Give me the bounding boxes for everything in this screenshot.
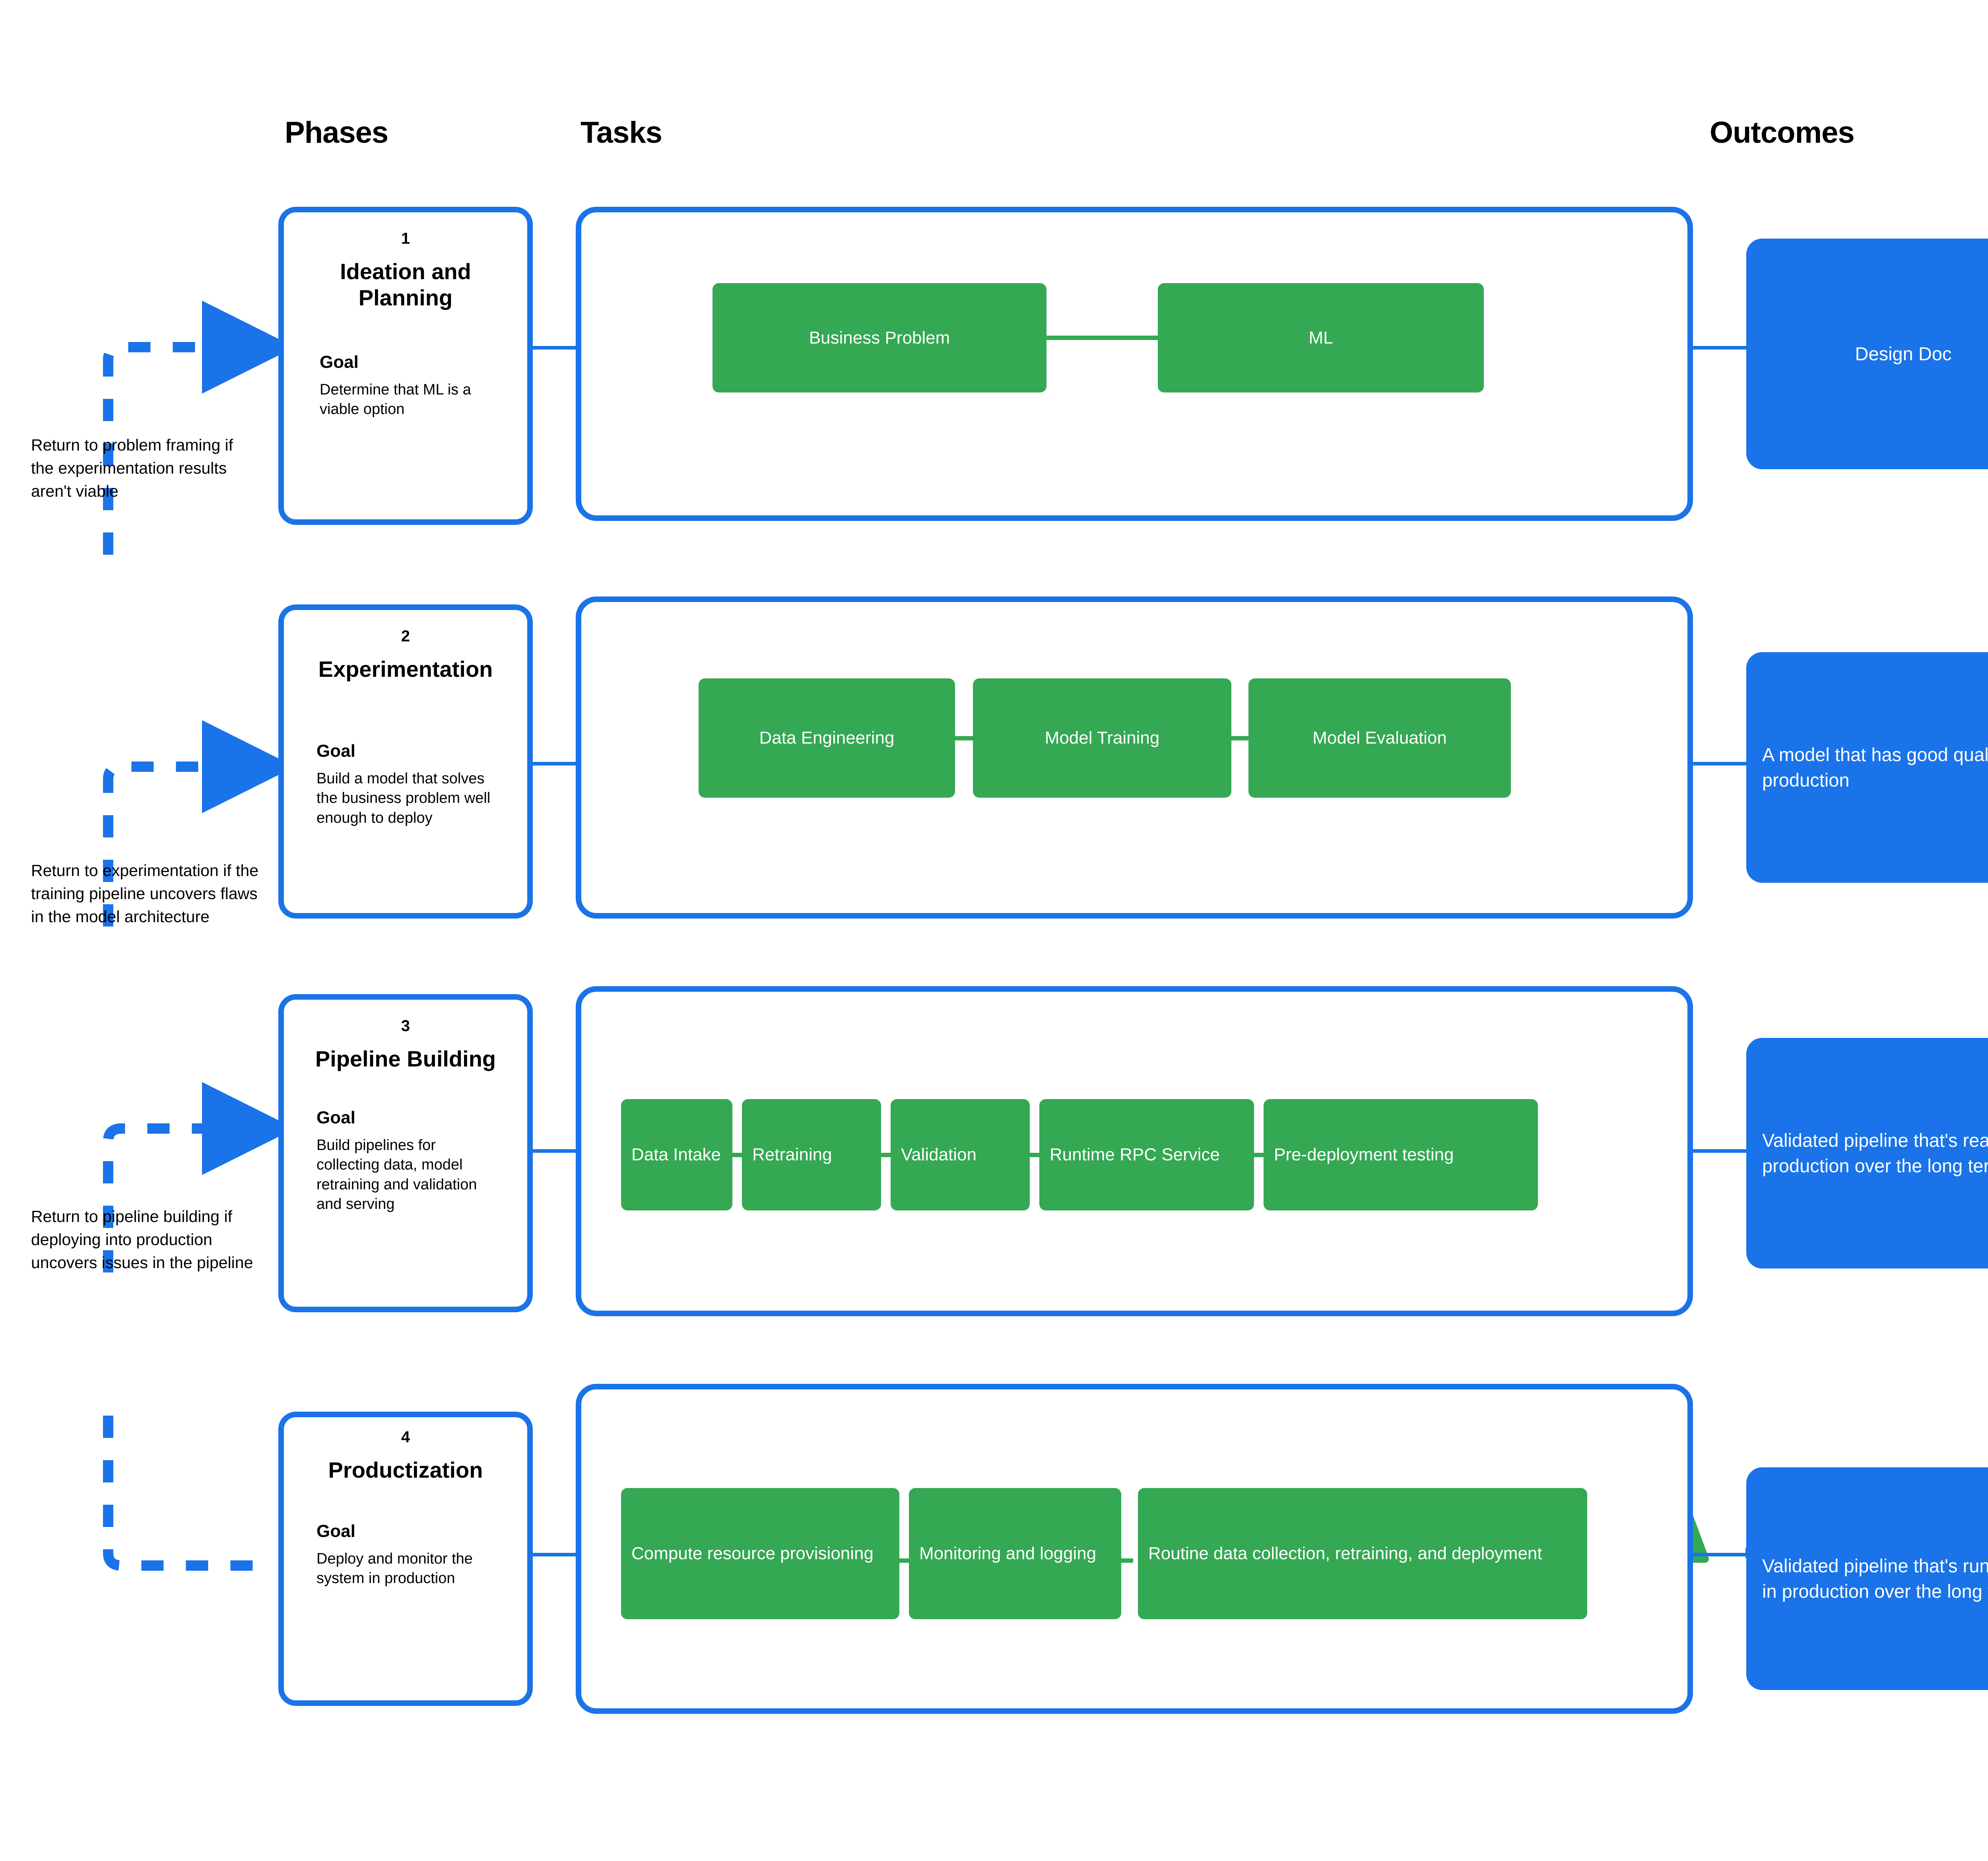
task-panel-3: Data Intake Retraining Validation Runtim…	[576, 986, 1693, 1316]
phase-card-1[interactable]: 1 Ideation and Planning Goal Determine t…	[278, 207, 533, 525]
outcome-box-3[interactable]: Validated pipeline that's ready for prod…	[1746, 1038, 1988, 1269]
task-box-model-training[interactable]: Model Training	[973, 678, 1231, 798]
task-label: Retraining	[752, 1145, 832, 1165]
connector-tasks4-to-outcome	[1692, 1553, 1748, 1556]
phase-title-4: Productization	[328, 1457, 483, 1482]
task-connector-row2-a	[954, 736, 976, 740]
task-connector-row3-b	[879, 1153, 893, 1157]
phase-number-4: 4	[401, 1428, 410, 1446]
phase-number-2: 2	[401, 627, 410, 645]
task-label: Monitoring and logging	[919, 1544, 1097, 1564]
outcome-label: Validated pipeline that's running in pro…	[1762, 1555, 1988, 1602]
phase-card-2[interactable]: 2 Experimentation Goal Build a model tha…	[278, 604, 533, 919]
goal-text-3: Build pipelines for collecting data, mod…	[316, 1137, 477, 1213]
goal-text-1: Determine that ML is a viable option	[320, 381, 471, 418]
outcome-label: Design Doc	[1855, 343, 1952, 365]
goal-label-3: Goal	[316, 1108, 355, 1127]
connector-tasks2-to-outcome	[1692, 762, 1748, 765]
task-box-business-problem[interactable]: Business Problem	[712, 283, 1046, 392]
task-label: Runtime RPC Service	[1050, 1145, 1220, 1165]
phase-title-1: Ideation and Planning	[340, 259, 471, 311]
task-box-monitoring-and-logging[interactable]: Monitoring and logging	[909, 1488, 1121, 1619]
task-box-retraining[interactable]: Retraining	[742, 1099, 881, 1210]
task-label: Model Training	[1044, 728, 1160, 748]
task-connector-row3-d	[1252, 1153, 1266, 1157]
task-box-data-engineering[interactable]: Data Engineering	[699, 678, 955, 798]
task-panel-1: Business Problem ML	[576, 207, 1693, 521]
task-connector-row2-b	[1229, 736, 1251, 740]
goal-label-2: Goal	[316, 741, 355, 761]
outcome-label: A model that has good quality for produc…	[1762, 744, 1988, 791]
task-label: Model Evaluation	[1312, 728, 1447, 748]
task-box-compute-resource-provisioning[interactable]: Compute resource provisioning	[621, 1488, 899, 1619]
connector-phase2-to-tasks	[532, 762, 577, 765]
task-label: ML	[1309, 328, 1333, 348]
phase-number-3: 3	[401, 1017, 410, 1035]
task-box-runtime-rpc-service[interactable]: Runtime RPC Service	[1039, 1099, 1254, 1210]
feedback-line-from-phase4	[103, 1416, 274, 1571]
goal-text-2: Build a model that solves the business p…	[316, 770, 491, 826]
task-label: Data Engineering	[759, 728, 895, 748]
task-label: Routine data collection, retraining, and…	[1148, 1544, 1542, 1564]
task-box-data-intake[interactable]: Data Intake	[621, 1099, 732, 1210]
phase-title-3: Pipeline Building	[315, 1046, 496, 1071]
column-header-phases: Phases	[285, 116, 388, 150]
task-connector-row3-c	[1028, 1153, 1042, 1157]
phase-number-1: 1	[401, 230, 410, 247]
connector-phase4-to-tasks	[532, 1553, 577, 1556]
connector-tasks1-to-outcome	[1692, 346, 1748, 350]
task-label: Compute resource provisioning	[631, 1544, 874, 1564]
outcome-box-2[interactable]: A model that has good quality for produc…	[1746, 652, 1988, 883]
task-connector-row1	[1046, 336, 1161, 340]
task-label: Pre-deployment testing	[1274, 1145, 1454, 1165]
task-connector-row3-a	[731, 1153, 744, 1157]
task-connector-row4-b	[1120, 1558, 1133, 1563]
task-box-model-evaluation[interactable]: Model Evaluation	[1248, 678, 1511, 798]
task-panel-4: Compute resource provisioning Monitoring…	[576, 1384, 1693, 1714]
phase-card-3[interactable]: 3 Pipeline Building Goal Build pipelines…	[278, 994, 533, 1312]
task-box-validation[interactable]: Validation	[891, 1099, 1030, 1210]
annotation-return-to-experimentation: Return to experimentation if the trainin…	[31, 861, 259, 926]
connector-phase3-to-tasks	[532, 1149, 577, 1153]
annotation-return-to-problem-framing: Return to problem framing if the experim…	[31, 436, 233, 501]
task-label: Data Intake	[631, 1145, 721, 1165]
connector-tasks3-to-outcome	[1692, 1149, 1748, 1153]
connector-phase1-to-tasks	[532, 346, 577, 350]
task-connector-row4-a	[898, 1558, 911, 1563]
phase-title-2: Experimentation	[318, 657, 493, 682]
task-box-routine-data-collection[interactable]: Routine data collection, retraining, and…	[1138, 1488, 1587, 1619]
goal-label-1: Goal	[320, 352, 359, 372]
outcome-box-4[interactable]: Validated pipeline that's running in pro…	[1746, 1467, 1988, 1690]
column-header-outcomes: Outcomes	[1710, 116, 1855, 150]
outcome-label: Validated pipeline that's ready for prod…	[1762, 1130, 1988, 1176]
task-label: Business Problem	[809, 328, 950, 348]
column-header-tasks: Tasks	[580, 116, 662, 150]
goal-text-4: Deploy and monitor the system in product…	[316, 1550, 473, 1587]
task-label: Validation	[901, 1145, 977, 1165]
goal-label-4: Goal	[316, 1521, 355, 1541]
annotation-return-to-pipeline-building: Return to pipeline building if deploying…	[31, 1207, 253, 1272]
task-box-pre-deployment-testing[interactable]: Pre-deployment testing	[1264, 1099, 1538, 1210]
task-panel-2: Data Engineering Model Training Model Ev…	[576, 596, 1693, 919]
phase-card-4[interactable]: 4 Productization Goal Deploy and monitor…	[278, 1412, 533, 1706]
outcome-box-1[interactable]: Design Doc	[1746, 239, 1988, 469]
task-box-ml[interactable]: ML	[1158, 283, 1484, 392]
